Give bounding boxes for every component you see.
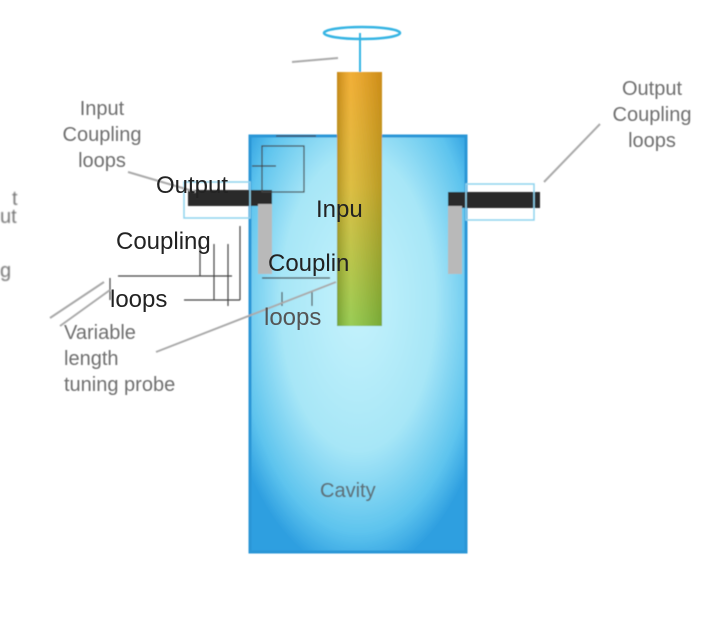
tuning-probe-label: Variable length tuning probe [64,320,224,398]
label-line: loops [628,130,676,152]
label-line: Coupling [62,124,142,146]
leader-output-loops [543,123,601,183]
edge-fragment: t [12,188,18,210]
label-line: Coupling [612,104,692,126]
overlay-center-loops-word: loops [264,304,322,331]
input-coupling-loops-label: Input Coupling loops [52,96,152,174]
output-coupling-loops-label: Output Coupling loops [596,76,708,154]
overlay-loops-word: loops [110,286,168,313]
right-loop-leg [448,206,462,274]
overlay-coupling-word: Coupling [116,228,211,255]
edge-fragment: g [0,260,12,282]
leader-tuning-probe [155,281,337,353]
overlay-output-word: Output [156,172,229,199]
label-line: Variable [64,322,136,344]
leader-input-loops [127,171,197,193]
label-line: Input [79,98,125,120]
overlay-couplin-word: Couplin [268,250,350,277]
right-loop-bar [448,192,540,208]
probe-ring [322,25,402,41]
left-loop-leg [258,204,272,274]
label-line: tuning probe [64,374,176,396]
label-line: length [64,348,119,370]
edge-fragment: ut [0,206,17,228]
cavity-label: Cavity [320,480,376,502]
label-line: Output [621,78,683,100]
overlay-input-word: Inpu [316,196,363,223]
left-loop-bar [188,190,272,206]
label-line: loops [78,150,126,172]
